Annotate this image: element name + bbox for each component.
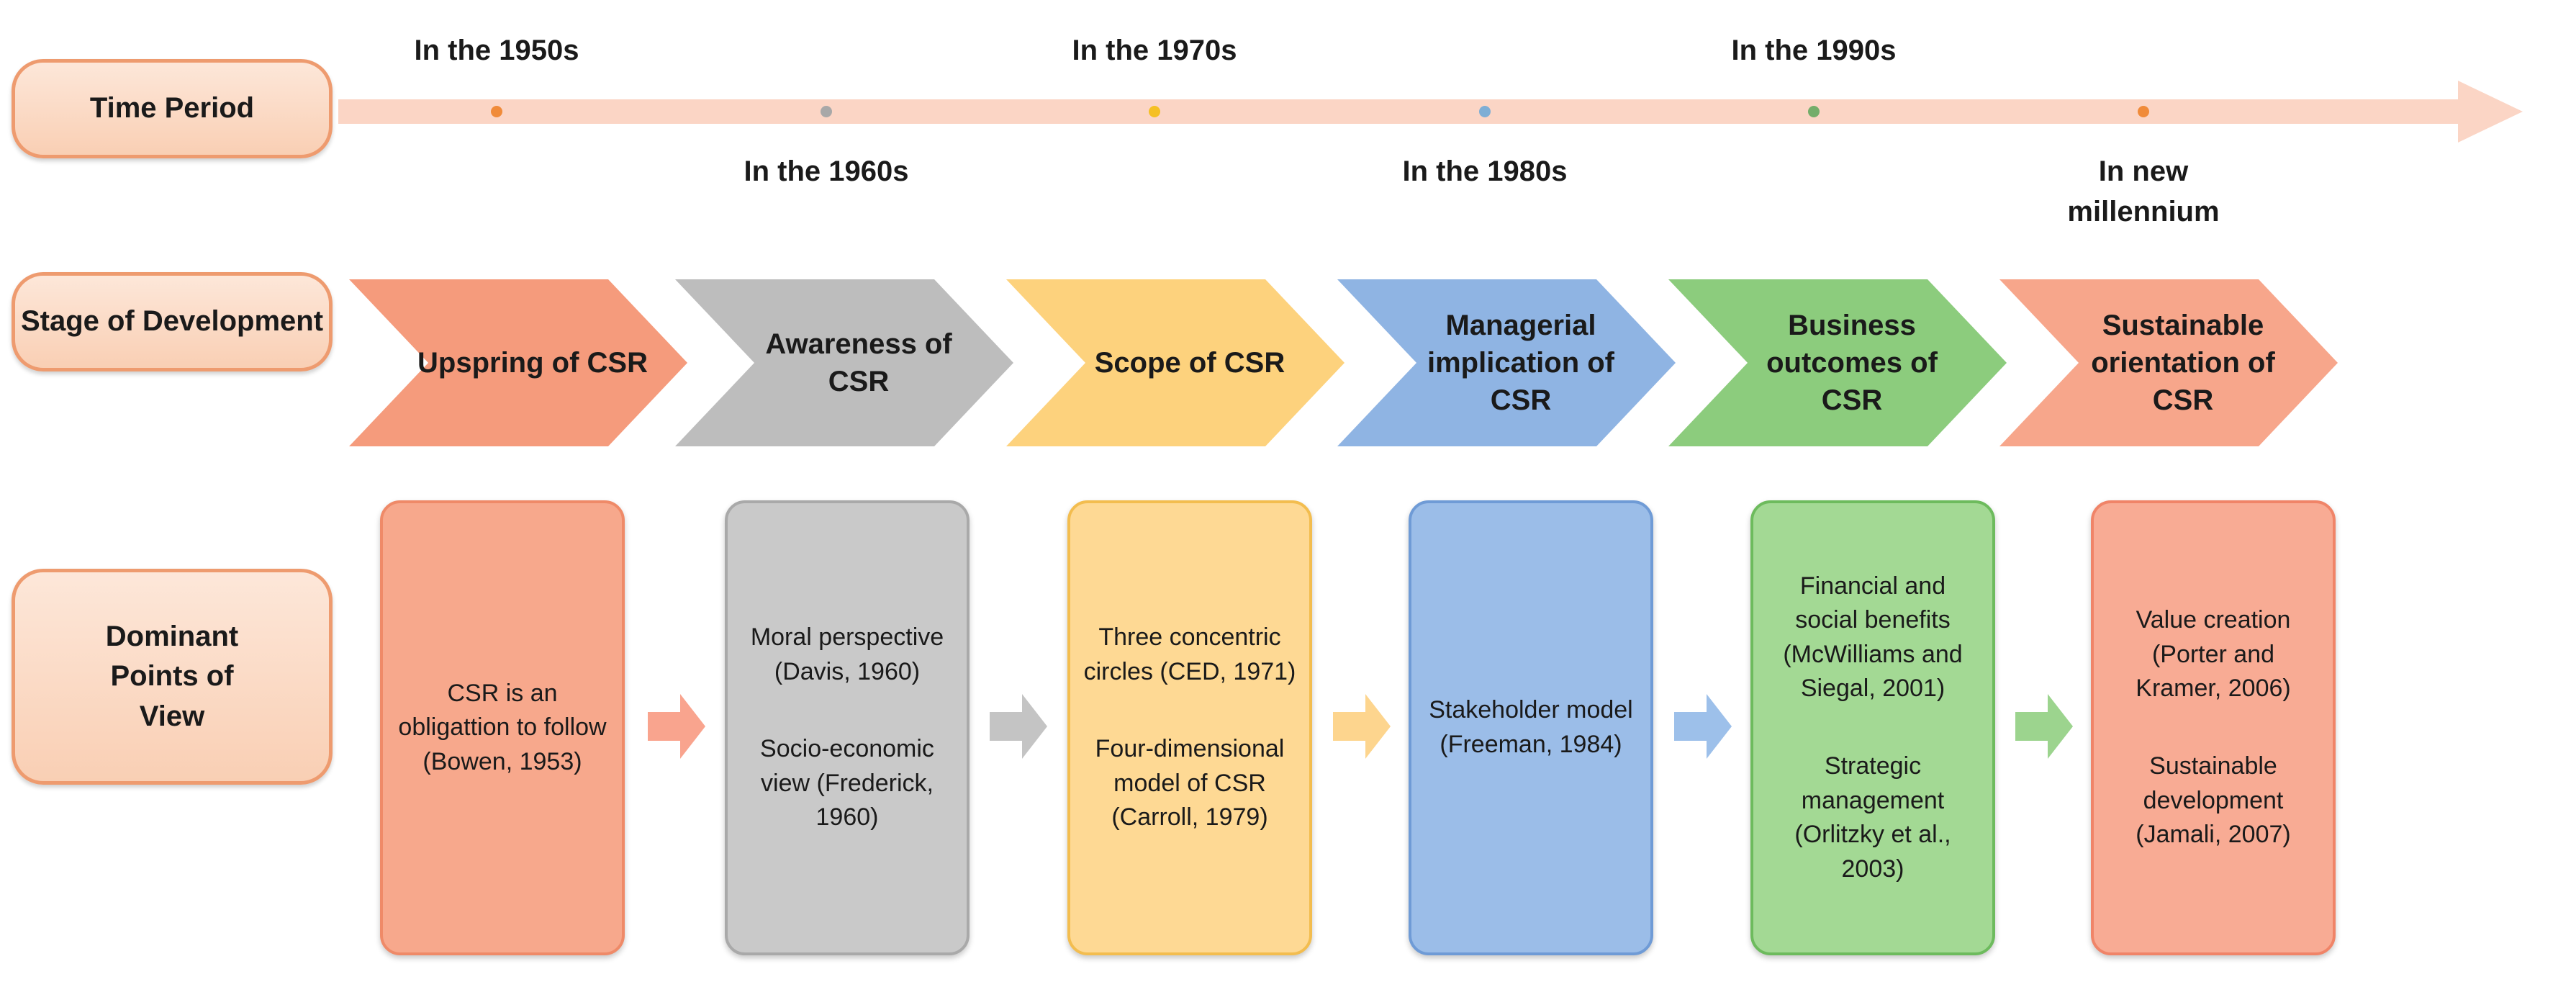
stage-label-2: Awareness of CSR: [765, 328, 952, 397]
view-card-1: CSR is an obligattion to follow (Bowen, …: [380, 500, 625, 955]
timeline-dot-1990s: [1808, 106, 1820, 117]
view-text: Financial and social benefits (McWilliam…: [1783, 572, 1963, 703]
chevron-stage-5: [1668, 279, 2007, 446]
period-1950s: In the 1950s: [414, 35, 579, 66]
chevron-stage-4: [1337, 279, 1676, 446]
period-1960s: In the 1960s: [744, 156, 909, 187]
stage-chevrons: [349, 279, 2338, 446]
view-text: Three concentric circles (CED, 1971): [1083, 623, 1296, 685]
timeline-dot-millennium: [2138, 106, 2149, 117]
view-text: CSR is an obligattion to follow (Bowen, …: [398, 679, 607, 775]
flow-arrow-2: [990, 694, 1047, 759]
flow-arrow-1: [648, 694, 705, 759]
view-text: Socio-economic view (Frederick, 1960): [760, 735, 934, 831]
stage-label-3: Scope of CSR: [1094, 347, 1285, 379]
view-card-4: Stakeholder model (Freeman, 1984): [1409, 500, 1653, 955]
view-text: Stakeholder model (Freeman, 1984): [1429, 696, 1633, 758]
period-1990s: In the 1990s: [1731, 35, 1897, 66]
chevron-stage-2: [675, 279, 1013, 446]
flow-arrow-3: [1333, 694, 1391, 759]
timeline-dot-1980s: [1479, 106, 1491, 117]
period-millennium: In new millennium: [2067, 156, 2220, 227]
view-card-6: Value creation (Porter and Kramer, 2006)…: [2091, 500, 2336, 955]
view-text: Value creation (Porter and Kramer, 2006): [2136, 606, 2291, 703]
chevron-stage-1: [349, 279, 687, 446]
view-card-3: Three concentric circles (CED, 1971) Fou…: [1067, 500, 1312, 955]
period-1980s: In the 1980s: [1402, 156, 1568, 187]
row-label-stage: Stage of Development: [12, 272, 333, 371]
view-text: Moral perspective (Davis, 1960): [750, 623, 944, 685]
chevron-stage-3: [1006, 279, 1345, 446]
flow-arrow-5: [2015, 694, 2073, 759]
view-text: Sustainable development (Jamali, 2007): [2136, 752, 2291, 849]
timeline-dot-1950s: [491, 106, 502, 117]
row-label-time-period: Time Period: [12, 59, 333, 158]
view-card-5: Financial and social benefits (McWilliam…: [1750, 500, 1995, 955]
flow-arrow-4: [1674, 694, 1732, 759]
period-1970s: In the 1970s: [1072, 35, 1237, 66]
stage-label-4: Managerial implication of CSR: [1427, 310, 1614, 416]
timeline-dot-1970s: [1149, 106, 1160, 117]
chevron-stage-6: [1999, 279, 2338, 446]
timeline-arrow-shape: [338, 81, 2523, 143]
row-label-views: Dominant Points of View: [12, 569, 333, 785]
view-card-2: Moral perspective (Davis, 1960) Socio-ec…: [725, 500, 970, 955]
timeline-arrow: [338, 81, 2523, 143]
stage-label-1: Upspring of CSR: [417, 347, 648, 379]
view-text: Four-dimensional model of CSR (Carroll, …: [1095, 735, 1285, 831]
timeline-dot-1960s: [821, 106, 832, 117]
stage-label-5: Business outcomes of CSR: [1766, 310, 1938, 416]
view-text: Strategic management (Orlitzky et al., 2…: [1794, 752, 1951, 883]
stage-label-6: Sustainable orientation of CSR: [2091, 310, 2275, 416]
